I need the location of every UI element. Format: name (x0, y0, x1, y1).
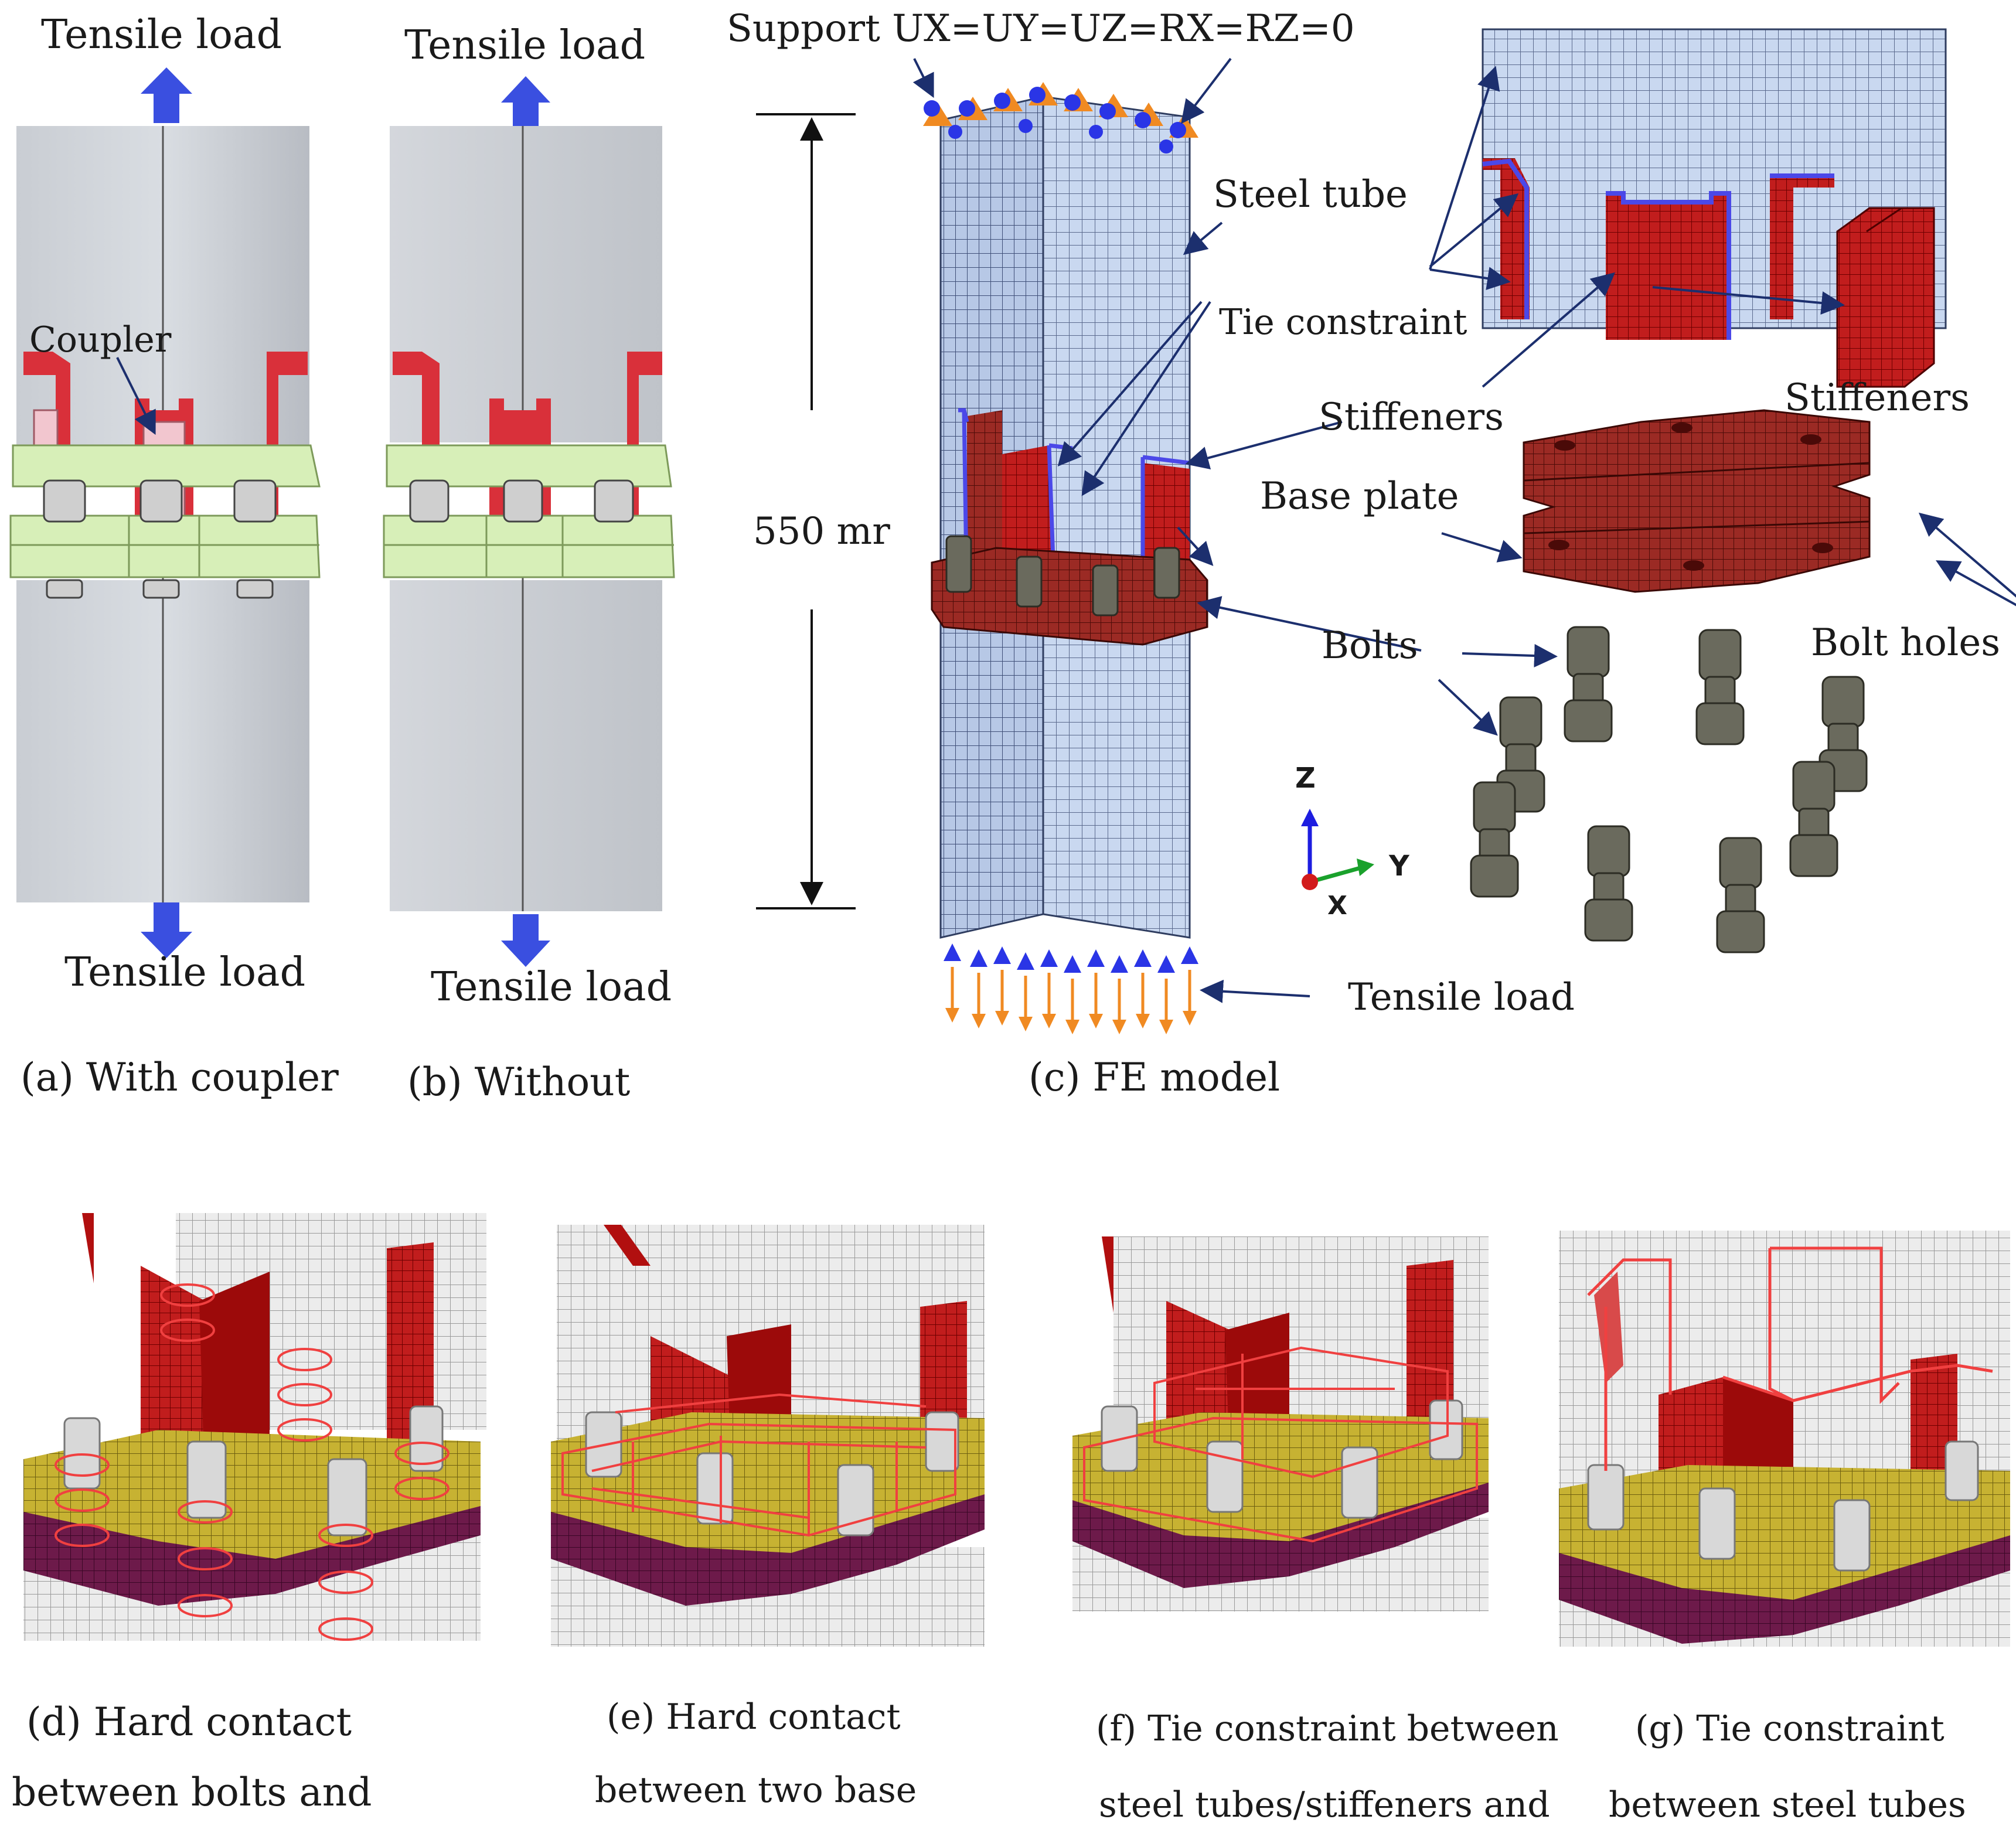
dimension-label: 550 mr (753, 510, 890, 553)
bolts-label: Bolts (1322, 624, 1418, 667)
base-plate-detail (1523, 409, 1871, 593)
panel-f-caption-line2: steel tubes/stiffeners and (1099, 1784, 1550, 1825)
support-label: Support UX=UY=UZ=RX=RZ=0 (727, 7, 1355, 50)
bottom-load-arrow (141, 902, 192, 958)
panel-a-top-load-label: Tensile load (41, 12, 282, 58)
panel-g-caption-line1: (g) Tie constraint (1635, 1708, 1945, 1749)
bolt-set-detail (1470, 626, 1868, 953)
stiffeners-detail-label: Stiffeners (1785, 376, 1970, 420)
panel-f-caption-line1: (f) Tie constraint between (1096, 1708, 1559, 1749)
panel-a-bottom-load-label: Tensile load (64, 949, 306, 996)
panel-e-caption-line1: (e) Hard contact (607, 1696, 901, 1738)
bottom-load-markers (944, 943, 1198, 1034)
panel-c-drawing (756, 28, 2016, 1034)
panel-d-caption-line1: (d) Hard contact (26, 1699, 352, 1745)
panel-d-drawing (12, 1207, 492, 1653)
panel-a-drawing (9, 67, 321, 958)
axis-x-label: X (1327, 891, 1347, 921)
steel-tube-label: Steel tube (1213, 173, 1408, 216)
panel-e-caption-line2: between two base (595, 1770, 917, 1811)
top-support-markers (923, 82, 1198, 154)
panel-b-drawing (383, 76, 675, 967)
panel-g-caption-line2: between steel tubes (1609, 1784, 1966, 1825)
axis-y-label: Y (1389, 850, 1409, 883)
panel-f-drawing (1067, 1236, 1494, 1612)
coordinate-triad (1301, 809, 1374, 890)
bottom-load-arrow (501, 914, 550, 967)
bolt-holes-label: Bolt holes (1811, 621, 2001, 665)
panel-g-drawing (1547, 1225, 2016, 1647)
panel-e-drawing (545, 1219, 990, 1653)
stiffeners-label: Stiffeners (1319, 396, 1504, 439)
panel-b-top-load-label: Tensile load (404, 22, 646, 69)
panel-c-caption: (c) FE model (1029, 1055, 1281, 1100)
panel-b-bottom-load-label: Tensile load (431, 964, 672, 1010)
top-load-arrow (141, 67, 192, 123)
panel-b-caption: (b) Without (407, 1060, 631, 1105)
panel-a-caption: (a) With coupler (21, 1055, 339, 1100)
top-load-arrow (501, 76, 550, 126)
axis-z-label: Z (1295, 762, 1316, 795)
tie-constraint-label: Tie constraint (1219, 302, 1467, 343)
panel-d-caption-line2: between bolts and (12, 1770, 372, 1815)
panel-c-tensile-load-label: Tensile load (1348, 976, 1575, 1019)
base-plate-label: Base plate (1260, 475, 1459, 518)
coupler-label: Coupler (29, 319, 172, 360)
